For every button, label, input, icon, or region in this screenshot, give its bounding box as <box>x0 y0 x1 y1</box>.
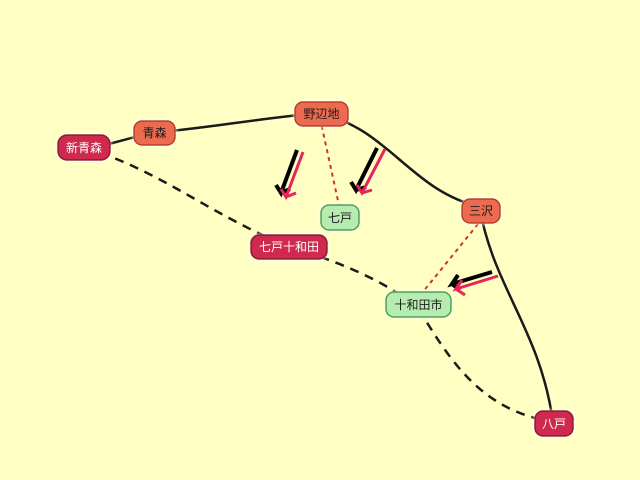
arrow-icon <box>349 147 387 197</box>
station-label: 野辺地 <box>303 107 339 121</box>
station-towada-shi[interactable]: 十和田市 <box>385 291 452 318</box>
station-shichinohe[interactable]: 七戸 <box>320 204 360 231</box>
station-aomori[interactable]: 青森 <box>133 120 176 146</box>
station-label: 三沢 <box>469 204 493 218</box>
branch-line-noheji-shichinohe <box>319 117 341 211</box>
arrow-icon <box>447 270 499 297</box>
station-shin-aomori[interactable]: 新青森 <box>57 134 111 161</box>
station-hachinohe[interactable]: 八戸 <box>534 410 574 437</box>
arrow-icon <box>274 149 305 201</box>
station-label: 七戸 <box>328 211 352 225</box>
station-label: 八戸 <box>542 417 566 431</box>
station-label: 青森 <box>142 125 166 140</box>
station-label: 七戸十和田 <box>259 240 319 254</box>
station-shichinohe-towada[interactable]: 七戸十和田 <box>250 234 328 260</box>
station-misawa[interactable]: 三沢 <box>461 198 501 224</box>
existing-line-noheji-misawa <box>319 111 481 209</box>
existing-line-misawa-hachinohe <box>478 209 555 423</box>
shinkansen-line-shinaomori-shichinohetowada <box>84 146 291 249</box>
station-label: 新青森 <box>66 140 102 155</box>
station-label: 十和田市 <box>394 297 442 312</box>
station-noheji[interactable]: 野辺地 <box>294 101 349 127</box>
shinkansen-line-shichinohetowada-hachinohe <box>289 245 554 424</box>
